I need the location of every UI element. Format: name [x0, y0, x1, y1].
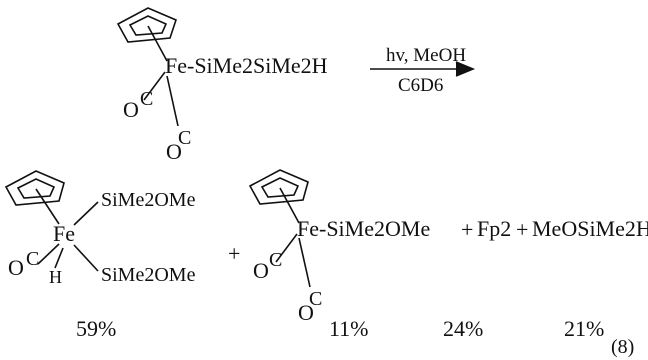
product1-co-c: C [26, 248, 40, 270]
product3-formula: Fp2 [477, 216, 512, 241]
product2-fe-formula: Fe-SiMe2OMe [297, 216, 431, 241]
conditions-below: C6D6 [398, 75, 444, 96]
reactant-co-upper-c: C [140, 88, 154, 110]
product4-yield: 21% [564, 316, 605, 341]
product2-co-lower-o: O [298, 300, 314, 325]
product2-co-upper-o: O [253, 258, 269, 283]
product1-si-lower: SiMe2OMe [101, 264, 196, 286]
product2-cp-ring-icon [248, 169, 309, 224]
conditions-above: hv, MeOH [386, 45, 467, 66]
product2-co-lower-c: C [309, 288, 323, 310]
plus-1: + [228, 241, 241, 266]
reactant-co-lower-c: C [178, 127, 192, 149]
product1-co-o: O [8, 255, 24, 280]
reactant-co-lower-o: O [166, 139, 182, 164]
product1-yield: 59% [76, 316, 117, 341]
product1-fe: Fe [53, 221, 75, 246]
product2-co-upper-bond [275, 233, 298, 263]
reactant-fe-formula: Fe-SiMe2SiMe2H [165, 53, 328, 78]
plus-3: + [516, 217, 529, 242]
product1-co-bond [37, 243, 60, 265]
plus-2: + [461, 217, 474, 242]
reactant-cp-ring-icon [116, 7, 177, 62]
product2-co-upper-c: C [269, 249, 283, 271]
reactant-co-upper-bond [143, 71, 166, 101]
reaction-arrow-icon [370, 61, 476, 77]
reactant-co-lower-bond [166, 75, 179, 127]
reactant-co-upper-o: O [123, 97, 139, 122]
product1-cp-ring-icon [4, 170, 65, 225]
product2-yield: 11% [329, 316, 369, 341]
product2-co-lower-bond [298, 237, 311, 288]
product4-formula: MeOSiMe2H [532, 216, 648, 241]
product1-si-upper-bond [73, 201, 99, 226]
equation-number: (8) [611, 336, 635, 358]
product1-si-upper: SiMe2OMe [101, 189, 196, 211]
product1-si-lower-bond [73, 244, 99, 272]
product3-yield: 24% [443, 316, 484, 341]
product1-hydride: H [49, 267, 62, 287]
product1-h-bond [54, 247, 64, 269]
